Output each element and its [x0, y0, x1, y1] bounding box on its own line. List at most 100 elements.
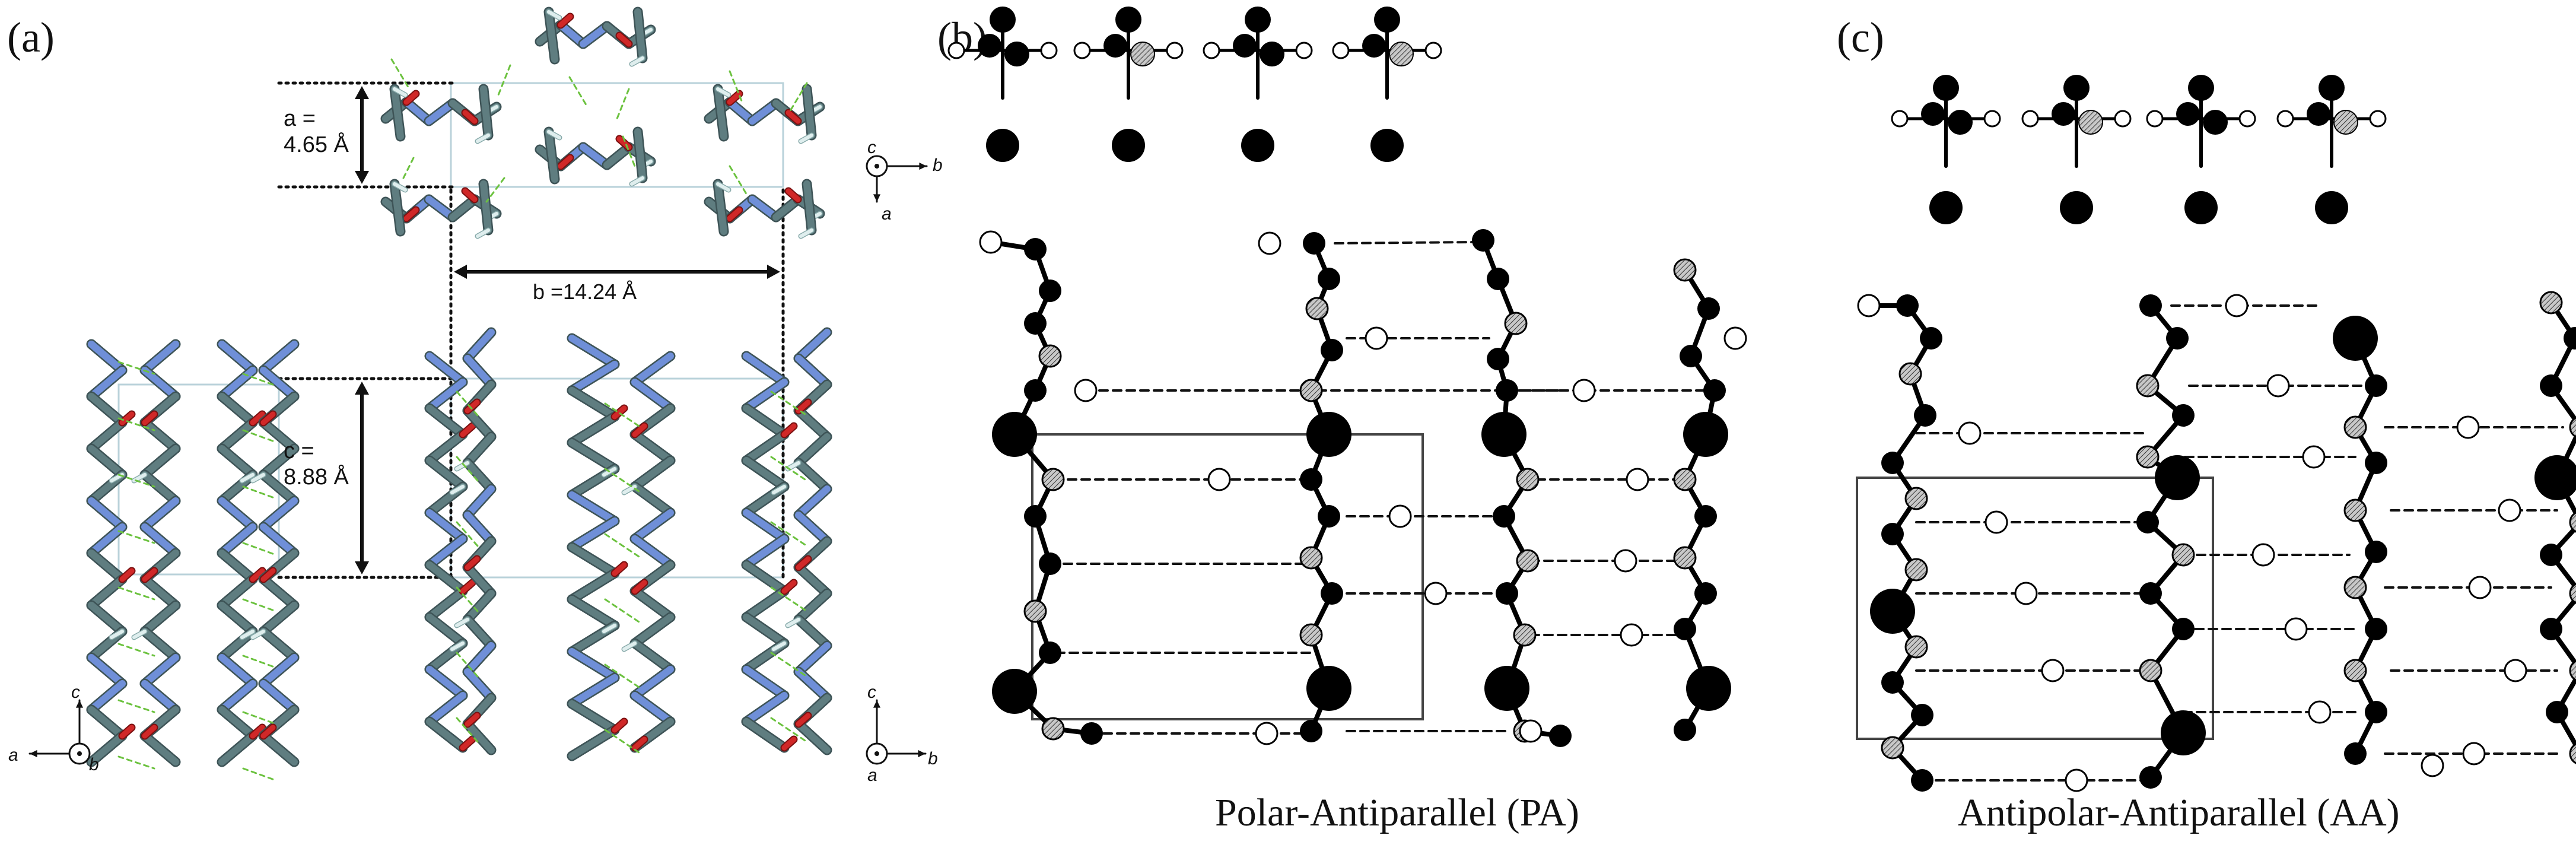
hydrogen-atom — [630, 56, 644, 66]
bond — [260, 523, 298, 557]
arrowhead — [355, 561, 369, 574]
bond — [743, 379, 788, 412]
side-group — [543, 7, 562, 65]
bond — [631, 352, 674, 386]
bond — [88, 732, 126, 766]
hydrogen-atom — [1891, 110, 1909, 128]
carbon-atom — [2365, 541, 2387, 563]
bond — [218, 367, 256, 400]
hydrogen-atom — [547, 10, 561, 20]
hydrogen-bond — [604, 533, 642, 559]
bond — [260, 732, 298, 766]
oxygen-atom — [460, 580, 475, 594]
bond — [743, 431, 788, 464]
oxygen-atom — [558, 14, 573, 28]
carbon-atom — [1948, 110, 1973, 135]
hydrogen-bond — [604, 663, 642, 690]
bond — [795, 433, 831, 466]
bond — [743, 614, 788, 647]
bond — [464, 485, 495, 519]
oxygen-atom — [260, 568, 276, 582]
hydrogen-atom — [1073, 42, 1091, 59]
bond — [218, 680, 256, 713]
carbon-atom — [1024, 505, 1047, 528]
side-group — [713, 84, 732, 142]
bond — [88, 602, 126, 635]
arrowhead — [30, 749, 37, 758]
nitrogen-atom — [2569, 512, 2576, 533]
axis-dot — [77, 751, 82, 756]
oxygen-atom — [403, 207, 419, 221]
nitrogen-atom — [2343, 576, 2367, 599]
oxygen-atom — [260, 725, 276, 739]
carbon-atom — [1080, 722, 1103, 745]
carbon-atom — [2166, 327, 2189, 350]
bond — [631, 640, 674, 673]
carbon-atom — [1039, 641, 1061, 664]
hydrogen-atom — [1424, 582, 1448, 605]
nitrogen-atom — [2343, 498, 2367, 522]
unit-cell-outline — [1856, 477, 2214, 740]
hydrogen-bond — [770, 390, 808, 417]
side-view-strand — [131, 339, 181, 767]
bond — [464, 564, 495, 597]
bond — [218, 523, 256, 557]
oxygen-atom — [462, 110, 478, 124]
carbon-atom — [1103, 34, 1127, 58]
oxygen-atom — [796, 556, 811, 570]
nitrogen-atom — [2343, 659, 2367, 682]
hydrogen-bond — [456, 652, 479, 678]
hydrogen-atom — [2468, 576, 2492, 599]
end-on-molecule — [2146, 75, 2256, 224]
top-view-molecule — [380, 187, 502, 224]
bond — [88, 419, 126, 452]
hydrogen-atom — [602, 624, 616, 633]
hydrogen-bond — [485, 177, 505, 203]
hydrogen-atom — [450, 641, 465, 651]
lattice-c-value: 8.88 Å — [284, 465, 349, 490]
bond — [141, 497, 179, 531]
bond — [218, 706, 256, 739]
hydrogen-atom — [716, 182, 730, 192]
bond — [714, 180, 727, 235]
oxygen-atom — [992, 669, 1037, 714]
oxygen-atom — [1484, 666, 1529, 711]
bond — [464, 642, 495, 675]
hydrogen-bond — [117, 643, 155, 657]
nitrogen-atom — [1041, 717, 1065, 741]
hydrogen-atom — [622, 485, 637, 494]
hydrogen-atom — [786, 461, 800, 471]
hydrogen-bond — [117, 755, 155, 770]
oxygen-atom — [612, 719, 627, 733]
bond — [141, 654, 179, 687]
bond — [568, 439, 618, 472]
oxygen-atom — [612, 562, 627, 576]
hydrogen-atom — [1074, 379, 1098, 402]
carbon-atom — [1487, 268, 1509, 290]
hydrogen-atom — [1166, 42, 1184, 59]
oxygen-atom — [781, 580, 797, 594]
hydrogen-bond — [729, 165, 749, 197]
nitrogen-atom — [2569, 743, 2576, 764]
bond — [631, 379, 674, 412]
side-view-strand — [86, 339, 136, 767]
hydrogen-atom — [799, 134, 813, 143]
side-view-strand — [217, 339, 266, 767]
side-view-strand — [567, 333, 628, 761]
bond — [631, 457, 674, 490]
carbon-atom — [2540, 374, 2562, 397]
bond — [464, 459, 495, 493]
oxygen-atom — [2155, 455, 2200, 500]
lattice-a-label: a = — [284, 106, 316, 131]
panel-a-art — [28, 7, 928, 782]
axis-label-c: c — [867, 682, 876, 702]
nitrogen-atom — [1904, 635, 1928, 659]
hydrogen-atom — [2462, 742, 2486, 766]
nitrogen-atom — [1898, 362, 1922, 386]
axis-label-c: c — [867, 138, 876, 157]
hydrogen-atom — [240, 473, 255, 482]
oxygen-atom — [632, 736, 647, 751]
arrowhead — [873, 700, 881, 708]
carbon-atom — [1921, 102, 1945, 126]
